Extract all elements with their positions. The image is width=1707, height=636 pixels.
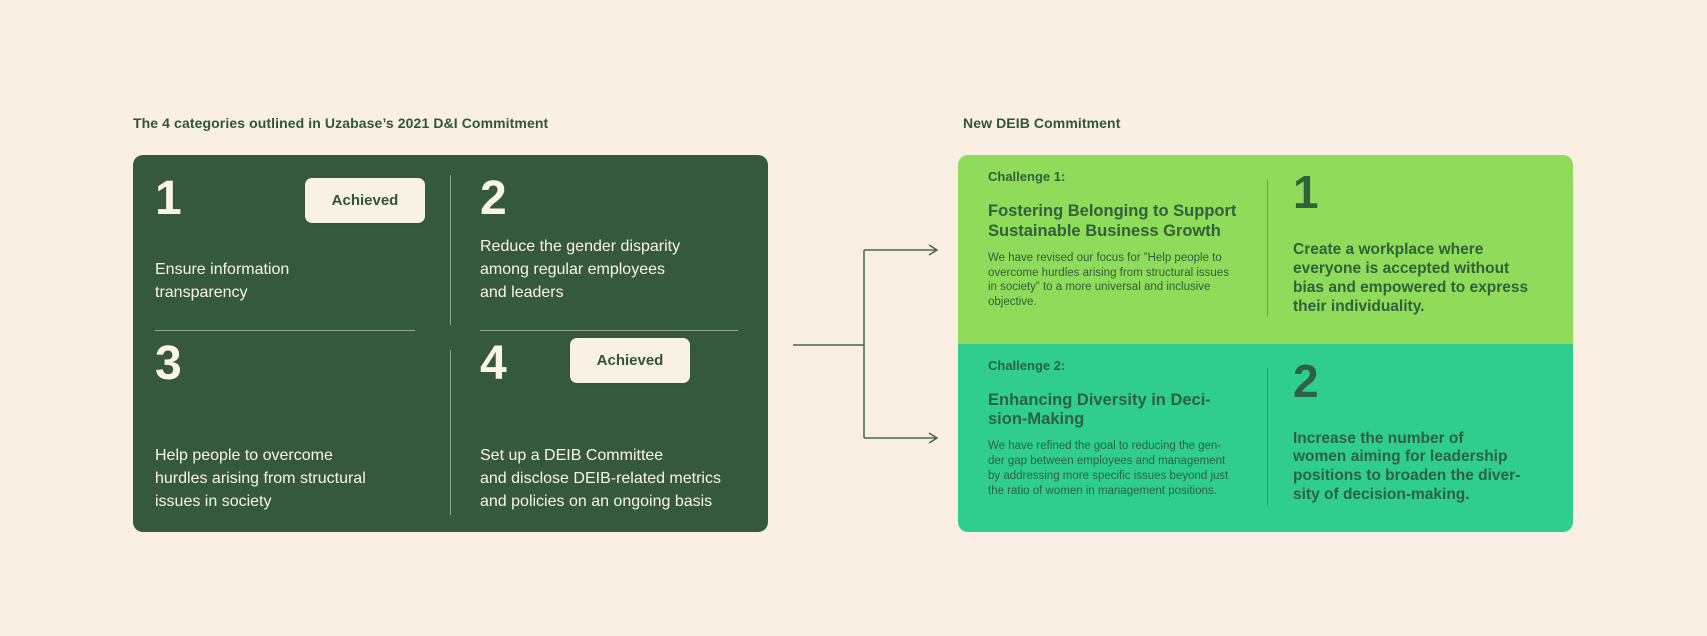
arrowhead-top-icon xyxy=(928,244,939,256)
challenge-1-number: 1 xyxy=(1293,166,1319,218)
challenge-1-description-column: Challenge 1: Fostering Belonging to Supp… xyxy=(988,169,1253,310)
challenge-2-description-column: Challenge 2: Enhancing Diversity in Deci… xyxy=(988,358,1253,499)
left-panel-header: The 4 categories outlined in Uzabase’s 2… xyxy=(133,115,549,131)
category-4-text: Set up a DEIB Committee and disclose DEI… xyxy=(480,447,721,510)
challenge-2-goal-column: 2 Increase the number of women aiming fo… xyxy=(1293,358,1558,506)
challenge-1-label: Challenge 1: xyxy=(988,169,1066,184)
category-1-badge-label: Achieved xyxy=(331,192,399,209)
challenge-2-number: 2 xyxy=(1293,354,1319,407)
category-1: 1 Achieved Ensure information transparen… xyxy=(133,155,450,330)
row-divider-right xyxy=(480,330,738,331)
challenge-1-block: Challenge 1: Fostering Belonging to Supp… xyxy=(958,155,1573,344)
challenge-2-description: We have refined the goal to reducing the… xyxy=(988,440,1229,497)
challenge-1-goal-column: 1 Create a workplace where everyone is a… xyxy=(1293,169,1558,317)
category-3-number: 3 xyxy=(155,337,182,390)
category-4-number: 4 xyxy=(480,337,507,390)
challenge-1-description: We have revised our focus for ”Help peop… xyxy=(988,251,1229,309)
new-deib-commitment-box: Challenge 1: Fostering Belonging to Supp… xyxy=(958,155,1573,532)
right-panel-header: New DEIB Commitment xyxy=(963,115,1121,131)
challenge-1-divider xyxy=(1267,179,1268,317)
category-4-badge-label: Achieved xyxy=(596,352,664,369)
category-4-achieved-badge: Achieved xyxy=(570,338,690,383)
category-1-text: Ensure information transparency xyxy=(155,261,290,301)
category-4: 4 Achieved Set up a DEIB Committee and d… xyxy=(450,330,768,532)
challenge-1-title: Fostering Belonging to Support Sustainab… xyxy=(988,202,1237,240)
category-2-text: Reduce the gender disparity among regula… xyxy=(480,238,681,301)
category-3: 3 Help people to overcome hurdles arisin… xyxy=(133,330,450,532)
commitment-2021-box: 1 Achieved Ensure information transparen… xyxy=(133,155,768,532)
column-divider-bottom xyxy=(450,350,451,515)
challenge-2-block: Challenge 2: Enhancing Diversity in Deci… xyxy=(958,343,1573,532)
category-2-number: 2 xyxy=(480,172,507,225)
challenge-2-label: Challenge 2: xyxy=(988,357,1066,373)
category-2: 2 Reduce the gender disparity among regu… xyxy=(450,155,768,330)
challenge-1-goal: Create a workplace where everyone is acc… xyxy=(1293,241,1529,315)
category-3-text: Help people to overcome hurdles arising … xyxy=(155,447,366,510)
category-1-achieved-badge: Achieved xyxy=(305,178,425,223)
arrowhead-bottom-icon xyxy=(928,432,939,444)
category-1-number: 1 xyxy=(155,172,182,225)
flow-connector xyxy=(793,244,939,444)
row-divider-left xyxy=(155,330,415,331)
challenge-2-title: Enhancing Diversity in Deci- sion-Making xyxy=(988,390,1211,429)
challenge-2-goal: Increase the number of women aiming for … xyxy=(1293,429,1521,504)
challenge-2-divider xyxy=(1267,367,1268,506)
column-divider-top xyxy=(450,175,451,325)
